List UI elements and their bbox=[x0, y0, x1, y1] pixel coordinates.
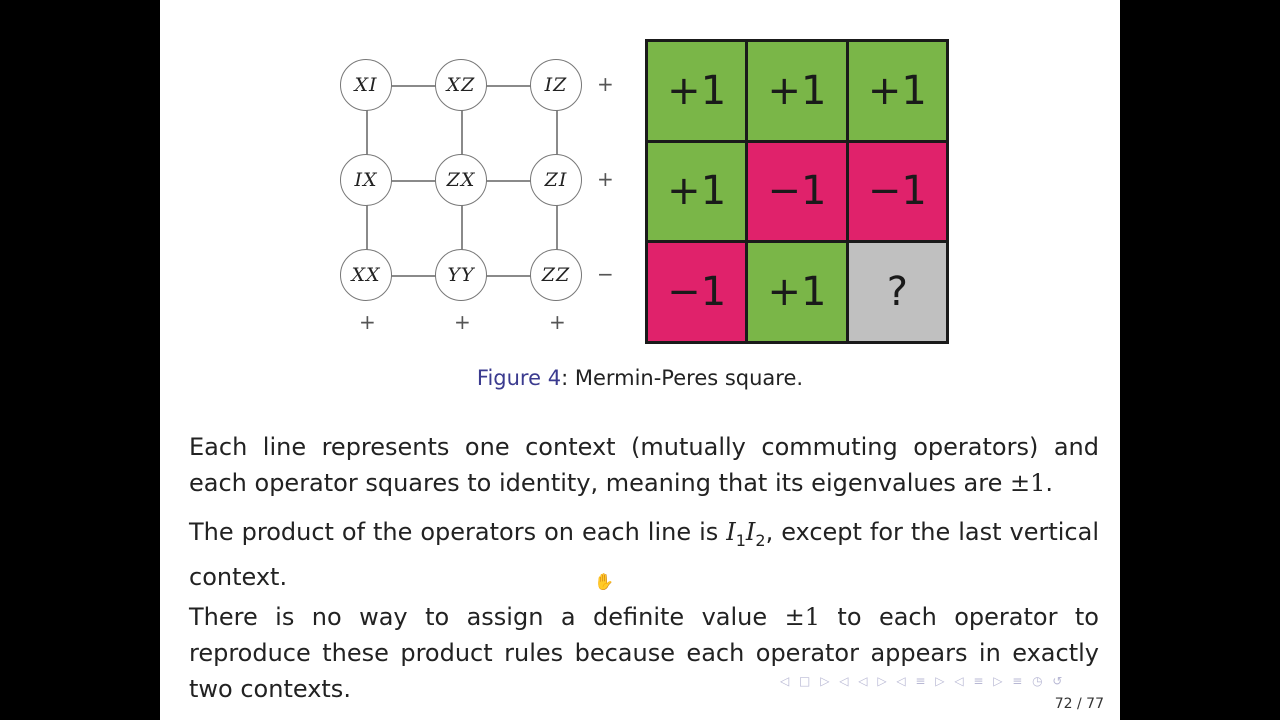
slide: XI XZ IZ IX ZX ZI XX YY ZZ + + − + + + +… bbox=[160, 0, 1120, 720]
grid-cell: −1 bbox=[748, 142, 846, 241]
paragraph-text: The product of the operators on each lin… bbox=[189, 518, 727, 546]
grid-cell: +1 bbox=[748, 42, 846, 140]
row-sign: + bbox=[597, 72, 614, 96]
column-sign: + bbox=[549, 310, 566, 334]
operator-node: IZ bbox=[530, 59, 582, 111]
hand-cursor-icon: ✋ bbox=[594, 574, 614, 591]
paragraph-contexts: Each line represents one context (mutual… bbox=[189, 429, 1099, 501]
operator-node: ZZ bbox=[530, 249, 582, 301]
caption-colon: : bbox=[561, 366, 569, 390]
operator-node: IX bbox=[340, 154, 392, 206]
paragraph-product: The product of the operators on each lin… bbox=[189, 514, 1099, 595]
grid-cell: +1 bbox=[648, 42, 746, 140]
operator-node: YY bbox=[435, 249, 487, 301]
column-sign: + bbox=[359, 310, 376, 334]
math-subscript: 2 bbox=[755, 530, 766, 550]
figure-label: Figure 4 bbox=[476, 366, 562, 390]
math-pm-one: ±1 bbox=[784, 603, 820, 631]
page-number: 72 / 77 bbox=[1054, 696, 1104, 712]
grid-cell: −1 bbox=[848, 142, 946, 241]
math-identity: I bbox=[726, 518, 736, 546]
grid-cell: +1 bbox=[848, 42, 946, 140]
paragraph-text: to each operator to reproduce these prod… bbox=[189, 603, 1099, 703]
figure-caption: Figure 4: Mermin-Peres square. bbox=[160, 366, 1120, 390]
paragraph-text: , except for the last vertical context. bbox=[189, 518, 1099, 591]
value-assignment-grid: +1 +1 +1 +1 −1 −1 −1 +1 ? bbox=[645, 39, 949, 344]
row-sign: − bbox=[597, 262, 614, 286]
operator-node: XZ bbox=[435, 59, 487, 111]
operator-node: ZX bbox=[435, 154, 487, 206]
beamer-navigation-bar[interactable]: ◁ □ ▷ ◁ ◁ ▷ ◁ ≡ ▷ ◁ ≡ ▷ ≡ ◷ ↺ bbox=[780, 674, 1066, 688]
row-sign: + bbox=[597, 167, 614, 191]
grid-cell: +1 bbox=[648, 142, 746, 241]
grid-cell: −1 bbox=[648, 243, 746, 341]
math-subscript: 1 bbox=[735, 530, 746, 550]
operator-node: XI bbox=[340, 59, 392, 111]
paragraph-text: Each line represents one context (mutual… bbox=[189, 433, 1099, 497]
paragraph-text: . bbox=[1045, 469, 1053, 497]
operator-node: ZI bbox=[530, 154, 582, 206]
math-pm-one: ±1 bbox=[1009, 469, 1046, 497]
column-sign: + bbox=[454, 310, 471, 334]
grid-cell: +1 bbox=[748, 243, 846, 341]
paragraph-text: There is no way to assign a definite val… bbox=[189, 603, 785, 631]
math-identity: I bbox=[745, 518, 756, 546]
paragraph-no-assignment: There is no way to assign a definite val… bbox=[189, 599, 1099, 707]
mermin-peres-diagram: XI XZ IZ IX ZX ZI XX YY ZZ + + − + + + bbox=[160, 0, 640, 340]
grid-cell: ? bbox=[848, 243, 946, 341]
caption-text: Mermin-Peres square. bbox=[574, 366, 804, 390]
operator-node: XX bbox=[340, 249, 392, 301]
